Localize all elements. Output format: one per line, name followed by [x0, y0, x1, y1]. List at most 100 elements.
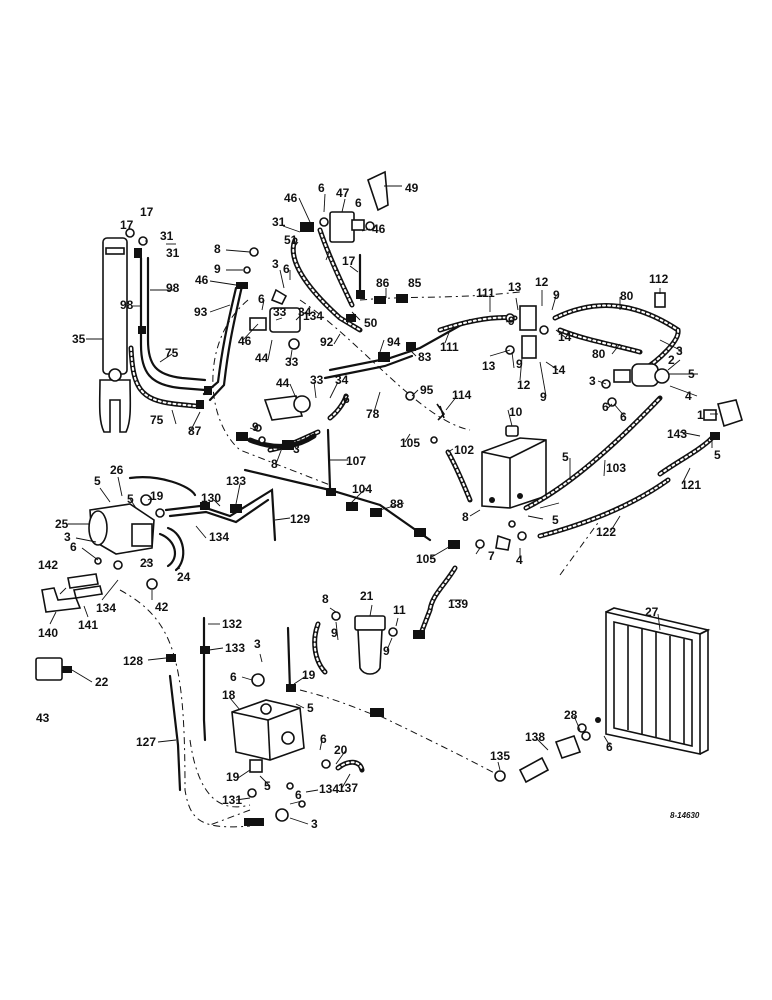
- callout-133: 133: [225, 641, 245, 655]
- callout-135: 135: [490, 749, 510, 763]
- misc-fittings: [254, 405, 587, 790]
- callout-4: 4: [516, 553, 523, 567]
- callout-47: 47: [336, 186, 350, 200]
- callout-142: 142: [38, 558, 58, 572]
- callout-131: 131: [222, 793, 242, 807]
- callout-133: 133: [226, 474, 246, 488]
- callout-137: 137: [338, 781, 358, 795]
- callout-107: 107: [346, 454, 366, 468]
- callout-134: 134: [209, 530, 229, 544]
- callout-83: 83: [418, 350, 432, 364]
- callout-92: 92: [320, 335, 334, 349]
- tube-78-83: [323, 318, 472, 421]
- callout-12: 12: [535, 275, 549, 289]
- callout-24: 24: [177, 570, 191, 584]
- callout-10: 10: [509, 405, 523, 419]
- callout-6: 6: [258, 292, 265, 306]
- callout-19: 19: [150, 489, 164, 503]
- callout-104: 104: [352, 482, 372, 496]
- callout-9: 9: [252, 420, 259, 434]
- callout-13: 13: [482, 359, 496, 373]
- pump-25: [88, 494, 165, 555]
- callout-112: 112: [649, 272, 669, 286]
- valve-1: [703, 399, 743, 428]
- callout-33: 33: [285, 355, 299, 369]
- callout-134: 134: [319, 782, 339, 796]
- callout-6: 6: [355, 196, 362, 210]
- callout-127: 127: [136, 735, 156, 749]
- reservoir-10: [481, 425, 547, 509]
- callout-3: 3: [589, 374, 596, 388]
- callout-128: 128: [123, 654, 143, 668]
- callout-labels: 1 2 3 3 3 3 3 3 3 4 4 5 5 5 5 5 5 5 5 6 …: [36, 181, 721, 831]
- callout-22: 22: [95, 675, 109, 689]
- callout-111: 111: [440, 340, 459, 354]
- callout-143: 143: [667, 427, 687, 441]
- callout-13: 13: [508, 280, 522, 294]
- center-top-hoses: [290, 222, 365, 333]
- callout-31: 31: [166, 246, 180, 260]
- callout-78: 78: [366, 407, 380, 421]
- mounting-parts: [35, 557, 158, 681]
- callout-19: 19: [302, 668, 316, 682]
- callout-6: 6: [606, 740, 613, 754]
- callout-6: 6: [343, 392, 350, 406]
- callout-9: 9: [331, 626, 338, 640]
- callout-6: 6: [70, 540, 77, 554]
- callout-122: 122: [596, 525, 616, 539]
- pump-tubes: [128, 476, 277, 572]
- callout-5: 5: [264, 779, 271, 793]
- callout-88: 88: [390, 497, 404, 511]
- callout-43: 43: [36, 711, 50, 725]
- callout-11: 11: [393, 603, 406, 617]
- leader-lines: [49, 185, 718, 825]
- callout-9: 9: [553, 288, 560, 302]
- left-vertical-tubes: [166, 616, 296, 826]
- callout-134: 134: [303, 309, 323, 323]
- callout-28: 28: [564, 708, 578, 722]
- callout-33: 33: [310, 373, 324, 387]
- callout-46: 46: [238, 334, 252, 348]
- callout-12: 12: [517, 378, 531, 392]
- callout-5: 5: [562, 450, 569, 464]
- callout-31: 31: [272, 215, 286, 229]
- callout-19: 19: [226, 770, 240, 784]
- lift-cylinder: [98, 237, 132, 433]
- callout-42: 42: [155, 600, 169, 614]
- valve-47: [319, 211, 375, 243]
- callout-46: 46: [284, 191, 298, 205]
- callout-35: 35: [72, 332, 86, 346]
- callout-26: 26: [110, 463, 124, 477]
- callout-85: 85: [408, 276, 422, 290]
- reservoir-hoses: [445, 395, 720, 541]
- callout-31: 31: [160, 229, 174, 243]
- callout-1: 1: [697, 408, 704, 422]
- pump-2: [601, 363, 670, 407]
- callout-3: 3: [64, 530, 71, 544]
- callout-27: 27: [645, 605, 659, 619]
- callout-33: 33: [273, 305, 287, 319]
- callout-105: 105: [400, 436, 420, 450]
- callout-46: 46: [372, 222, 386, 236]
- callout-50: 50: [364, 316, 378, 330]
- control-valve-18: [231, 673, 306, 822]
- callout-139: 139: [448, 597, 468, 611]
- callout-8: 8: [462, 510, 469, 524]
- lower-right-fittings: [494, 731, 591, 784]
- filter-21: [312, 611, 398, 675]
- callout-5: 5: [552, 513, 559, 527]
- callout-21: 21: [360, 589, 374, 603]
- callout-3: 3: [311, 817, 318, 831]
- hose-80: [552, 292, 681, 375]
- callout-95: 95: [420, 383, 434, 397]
- callout-44: 44: [276, 376, 290, 390]
- hose-137: [321, 708, 384, 773]
- callout-34: 34: [335, 373, 349, 387]
- callout-23: 23: [140, 556, 154, 570]
- callout-46: 46: [195, 273, 209, 287]
- callout-138: 138: [525, 730, 545, 744]
- callout-44: 44: [255, 351, 269, 365]
- callout-25: 25: [55, 517, 69, 531]
